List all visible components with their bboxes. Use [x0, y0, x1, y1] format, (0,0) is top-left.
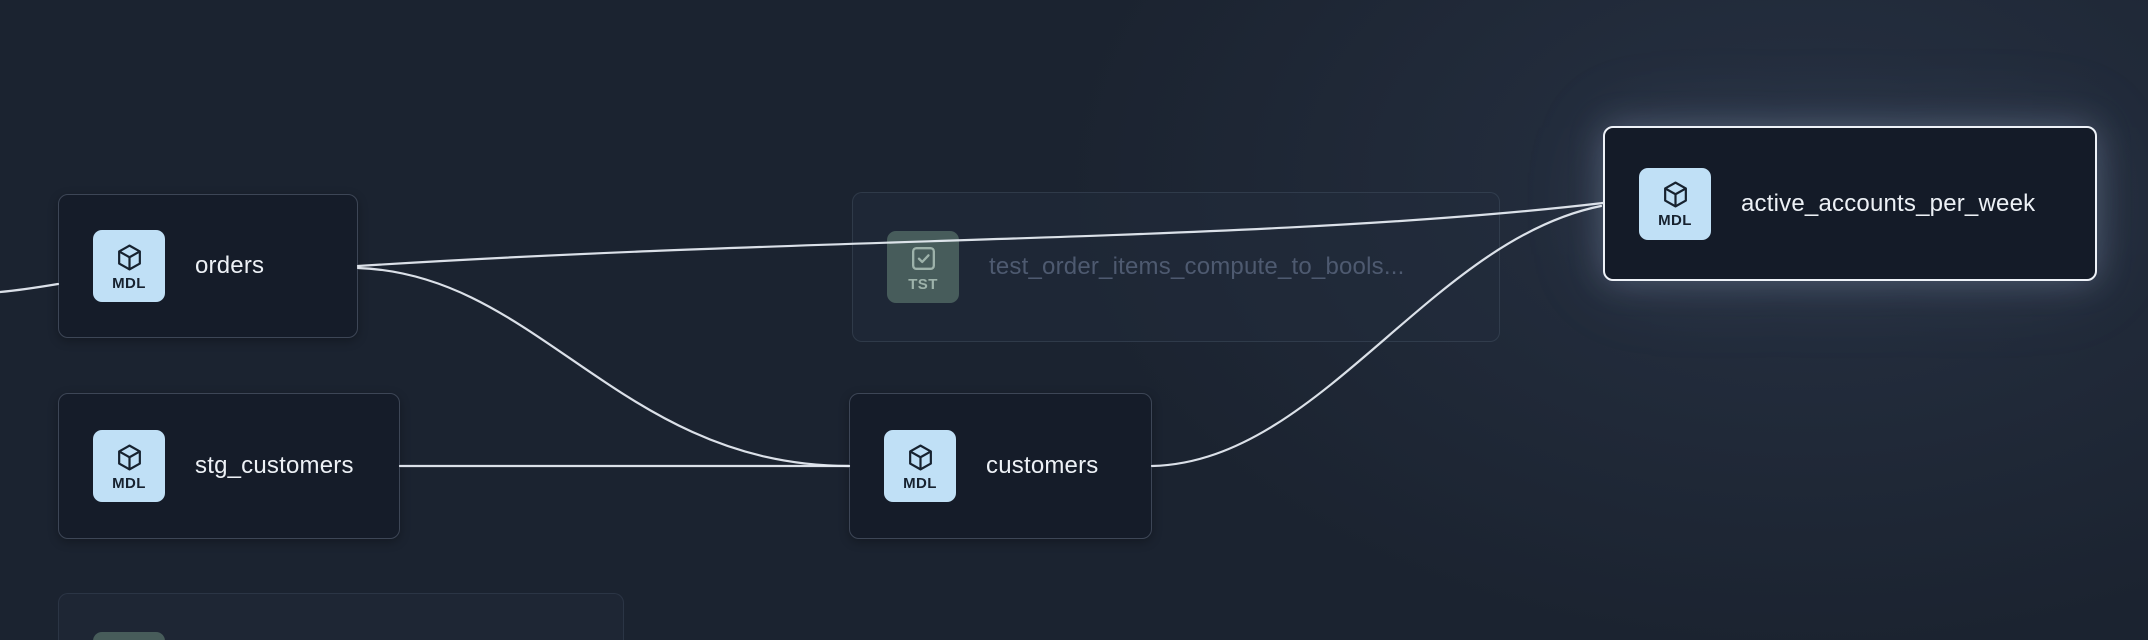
edge-orders-to-customers — [356, 266, 851, 468]
node-label: active_accounts_per_week — [1741, 189, 2036, 217]
badge-label: MDL — [112, 274, 146, 292]
badge-label: MDL — [1658, 212, 1692, 229]
node-label: orders — [195, 252, 265, 279]
badge-label: MDL — [903, 474, 937, 492]
node-label: customers — [986, 452, 1099, 479]
badge-label: TST — [908, 275, 938, 293]
test-badge — [93, 632, 165, 640]
model-badge: MDL — [93, 230, 165, 302]
node-stg-customers[interactable]: MDL stg_customers — [58, 393, 400, 539]
node-active-accounts-per-week[interactable]: MDL active_accounts_per_week — [1603, 126, 2097, 281]
model-badge: MDL — [1639, 167, 1711, 240]
badge-label: MDL — [112, 474, 146, 492]
node-customers[interactable]: MDL customers — [849, 393, 1152, 539]
model-cube-icon — [114, 442, 145, 473]
model-cube-icon — [114, 242, 145, 273]
node-partial-bottom[interactable] — [58, 593, 624, 640]
node-label: stg_customers — [195, 452, 354, 479]
edge-offscreen-to-orders — [0, 282, 60, 294]
test-check-icon — [908, 243, 939, 274]
model-cube-icon — [1660, 179, 1691, 210]
model-cube-icon — [905, 442, 936, 473]
node-label: test_order_items_compute_to_bools... — [989, 253, 1405, 280]
node-orders[interactable]: MDL orders — [58, 194, 358, 338]
model-badge: MDL — [93, 430, 165, 502]
model-badge: MDL — [884, 430, 956, 502]
test-badge: TST — [887, 231, 959, 303]
node-test-order-items[interactable]: TST test_order_items_compute_to_bools... — [852, 192, 1500, 342]
